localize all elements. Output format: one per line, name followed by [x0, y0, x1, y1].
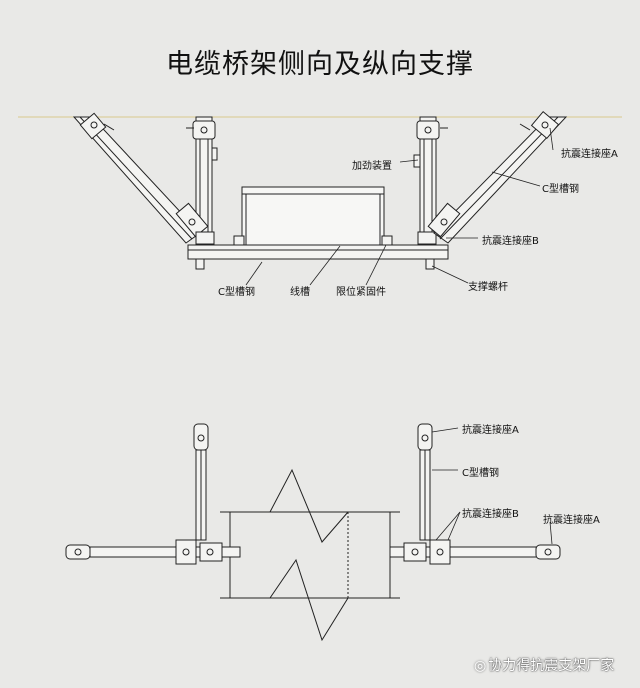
label-c-channel-right: C型槽钢 — [542, 184, 579, 195]
watermark: ◎协力得抗震支架厂家 — [474, 655, 614, 675]
label-cable-tray: 线槽 — [290, 287, 310, 298]
bottom-longitudinal-view — [65, 423, 561, 642]
label-seismic-seat-a-bottom-right: 抗震连接座A — [543, 515, 600, 526]
label-seismic-seat-b-top: 抗震连接座B — [482, 236, 539, 247]
label-limit-fastener: 限位紧固件 — [336, 287, 386, 298]
cable-tray — [233, 186, 393, 246]
bottom-c-channel — [187, 244, 449, 270]
label-c-channel-bottom-view: C型槽钢 — [462, 468, 499, 479]
right-horizontal-member — [389, 539, 561, 565]
weibo-logo-icon: ◎ — [474, 658, 487, 674]
right-vertical-member — [417, 423, 433, 541]
label-seismic-seat-a-bottom-top: 抗震连接座A — [462, 425, 519, 436]
left-horizontal-member — [65, 539, 241, 565]
label-seismic-seat-b-bottom: 抗震连接座B — [462, 509, 519, 520]
right-diagonal-c-channel — [427, 110, 568, 244]
right-vertical-c-channel — [413, 116, 448, 246]
bottom-leader-lines — [431, 427, 553, 545]
tray-break-section — [220, 468, 400, 642]
label-reinforcing-device: 加劲装置 — [352, 161, 392, 172]
left-vertical-member — [193, 423, 209, 541]
label-support-rod: 支撑螺杆 — [468, 282, 508, 293]
top-leader-lines — [245, 127, 554, 286]
label-seismic-seat-a-top: 抗震连接座A — [561, 149, 618, 160]
label-c-channel-bottom: C型槽钢 — [218, 287, 255, 298]
watermark-text: 协力得抗震支架厂家 — [488, 658, 615, 674]
diagram-title: 电缆桥架侧向及纵向支撑 — [166, 49, 474, 80]
top-side-view — [72, 110, 568, 286]
left-diagonal-c-channel — [72, 112, 201, 244]
